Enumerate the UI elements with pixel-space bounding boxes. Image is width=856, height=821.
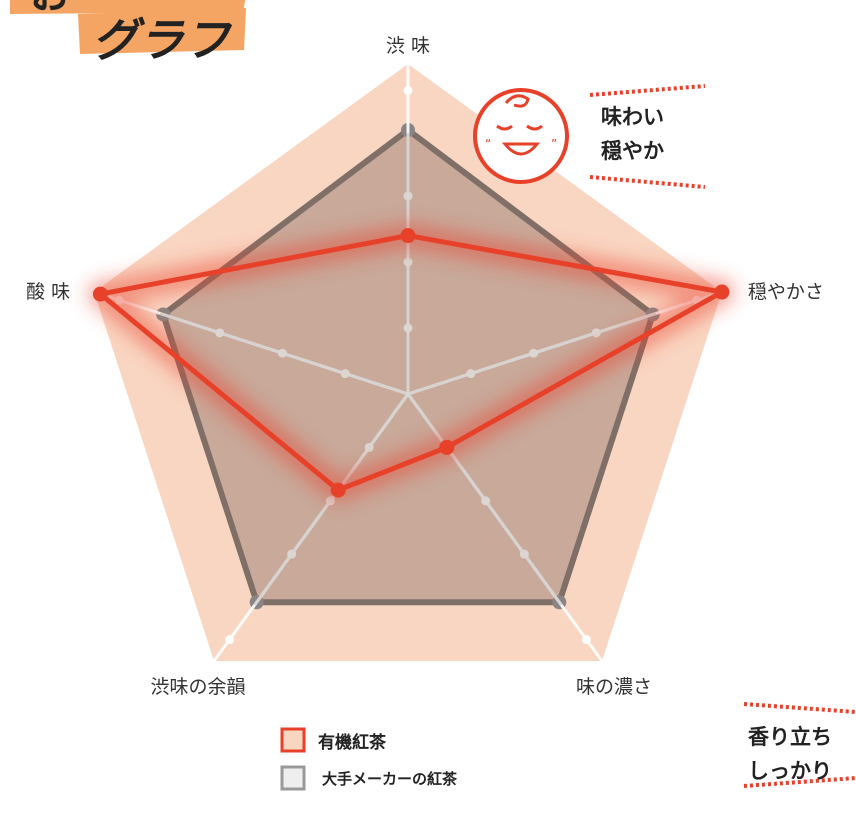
legend-swatch-maker [280, 765, 306, 791]
axis-tick-dot [481, 496, 491, 506]
dotted-line-bottom [589, 175, 706, 189]
axis-tick-dot [277, 348, 287, 358]
axis-tick-dot [591, 328, 601, 338]
axis-tick-dot [581, 635, 591, 645]
axis-tick-dot [225, 635, 235, 645]
face-eye-right [526, 124, 543, 131]
dotted-line-top-2 [743, 702, 856, 714]
axis-tick-dot [287, 549, 297, 559]
title-second-line: グラフ [92, 13, 233, 67]
axis-label: 酸 味 [26, 281, 70, 303]
axis-tick-dot [529, 348, 539, 358]
data-point-organic [400, 228, 416, 244]
axis-tick-dot [403, 85, 413, 95]
series-polygon-organic [97, 233, 725, 493]
data-point-organic [714, 284, 730, 300]
axis-tick-dot [364, 442, 374, 452]
axis-label: 渋味の余韻 [151, 676, 246, 698]
axis-tick-dot [215, 328, 225, 338]
axis-tick-dot [340, 369, 350, 379]
data-point-organic [92, 286, 108, 302]
title-block: お グラフ [10, 0, 246, 67]
axis-label: 穏やかさ [748, 281, 824, 303]
axis-tick-dot [403, 257, 413, 267]
legend-label-organic: 有機紅茶 [318, 732, 387, 753]
data-point-organic [439, 439, 455, 455]
axis-tick-dot [519, 549, 529, 559]
title-highlight [78, 8, 246, 54]
dotted-line-bottom-2 [743, 776, 856, 788]
face-blush-right: ” [551, 137, 557, 151]
face-curl [504, 94, 530, 108]
face-eye-left [496, 124, 513, 131]
organic-series [87, 222, 735, 504]
annotation-aroma: 香り立ち しっかり [743, 702, 856, 788]
axis-tick-dot [466, 369, 476, 379]
annotation-mild-line1: 味わい [601, 105, 664, 129]
legend: 有機紅茶 大手メーカーの紅茶 [280, 727, 458, 791]
legend-label-maker: 大手メーカーの紅茶 [322, 770, 458, 788]
title-fragment: お [30, 0, 70, 18]
annotation-aroma-line2: しっかり [748, 759, 832, 783]
face-blush-left: “ [485, 137, 491, 151]
legend-swatch-organic [280, 727, 306, 753]
axis-tick-dot [403, 191, 413, 201]
annotation-aroma-line1: 香り立ち [748, 725, 832, 749]
dotted-line-top [589, 84, 706, 97]
face-mouth [501, 142, 541, 156]
annotation-mild-line2: 穏やか [601, 139, 664, 163]
axis-label: 渋 味 [386, 35, 430, 57]
axis-tick-dot [403, 323, 413, 333]
smile-face-icon [473, 88, 569, 184]
data-point-organic [330, 482, 346, 498]
annotation-mild: “ ” 味わい 穏やか [473, 84, 706, 189]
axis-label: 味の濃さ [576, 676, 652, 698]
